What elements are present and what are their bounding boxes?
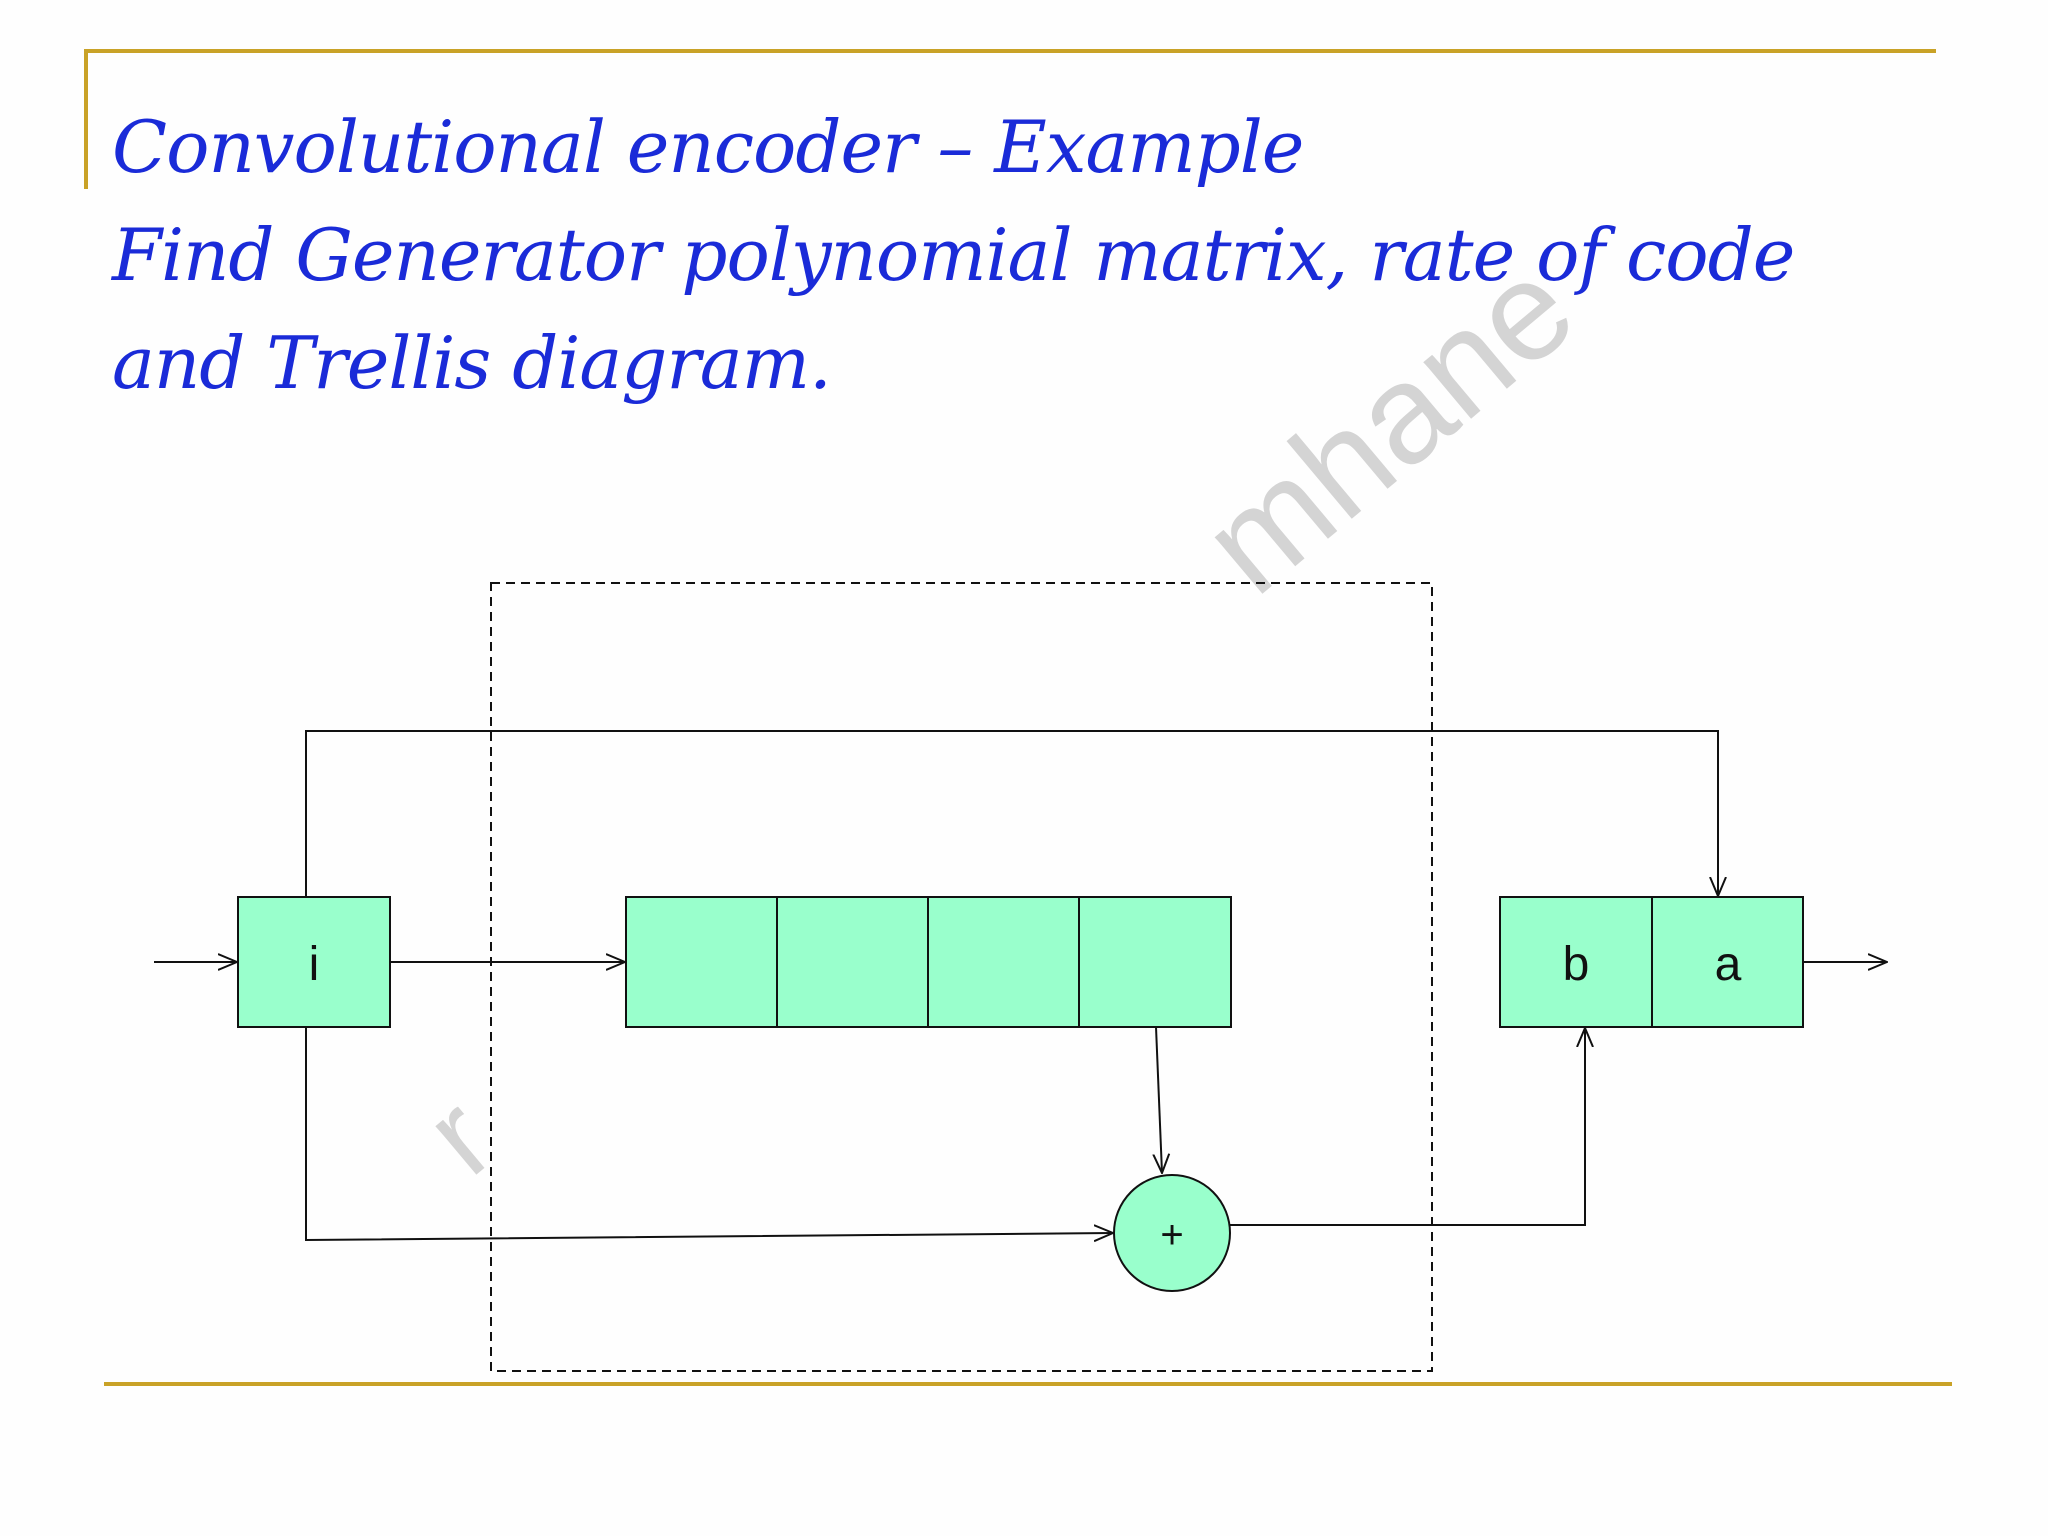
top-rule (84, 49, 1936, 53)
modulo-2-adder (1113, 1174, 1231, 1292)
shift-register-cell (1078, 896, 1232, 1028)
tap-to-adder-arrow (1156, 1026, 1162, 1173)
adder-to-b-path (1230, 1028, 1585, 1226)
slide-title-line-2: Find Generator polynomial matrix, rate o… (112, 213, 1795, 297)
input-register-label: i (309, 938, 320, 991)
output-register-b (1499, 896, 1653, 1028)
adder-symbol: + (1160, 1213, 1183, 1257)
shift-register (625, 896, 1232, 1028)
left-accent-bar (84, 49, 88, 189)
bottom-rule (104, 1382, 1952, 1386)
input-to-adder-path (305, 1027, 1113, 1240)
shift-register-cell (776, 896, 929, 1028)
slide-title-line-3: and Trellis diagram. (112, 321, 832, 405)
watermark-text: mhane (1173, 228, 1602, 623)
output-register-b-label: b (1563, 938, 1590, 991)
bypass-path-to-a (305, 730, 1718, 897)
input-register (237, 896, 391, 1028)
encoder-boundary (490, 582, 1433, 1372)
output-register-a (1651, 896, 1804, 1028)
output-register-a-label: a (1715, 938, 1742, 991)
watermark-fragment: r (401, 1072, 518, 1200)
shift-register-cell (927, 896, 1080, 1028)
slide-title-line-1: Convolutional encoder – Example (112, 105, 1304, 189)
shift-register-cell (625, 896, 778, 1028)
